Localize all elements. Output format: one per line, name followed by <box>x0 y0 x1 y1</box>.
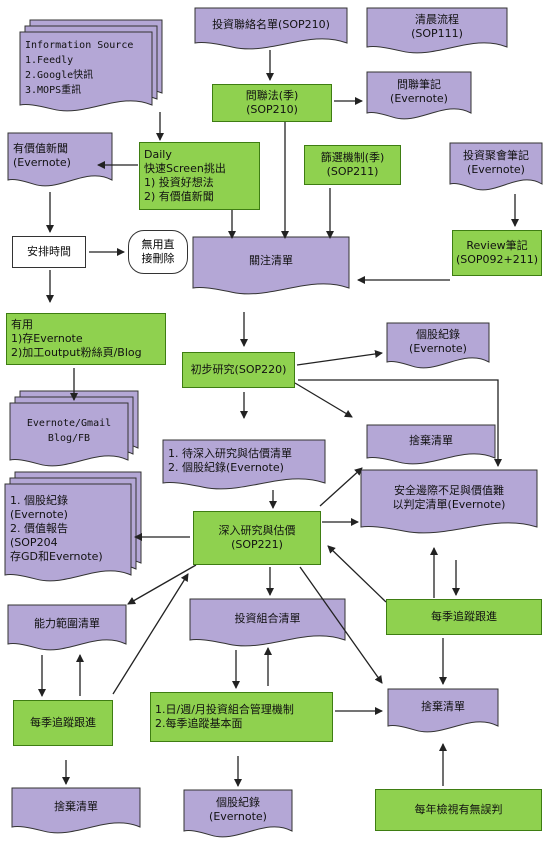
margin-label: 安全邊際不足與價值難 以判定清單(Evernote) <box>361 470 537 526</box>
quarterly-left-text: 每季追蹤跟進 <box>30 716 96 729</box>
flow-arrow <box>127 564 197 605</box>
info-source-line: 3.MOPS重訊 <box>25 85 82 96</box>
delete-text: 無用直 接刪除 <box>141 238 175 265</box>
contact-list-doc <box>194 7 348 50</box>
pending-text: 1. 待深入研究與估價清單 2. 個股紀錄(Evernote) <box>168 447 292 474</box>
evernote-blog-stack-sheet <box>9 402 129 467</box>
stock-record-1-doc <box>386 322 490 369</box>
report-label: 1. 個股紀錄 (Evernote) 2. 價值報告 (SOP204 存GD和E… <box>5 484 131 574</box>
visit-notes-doc <box>366 71 472 120</box>
useful-box: 有用 1)存Evernote 2)加工output粉絲頁/Blog <box>6 313 166 365</box>
deep-text: 深入研究與估價 (SOP221) <box>218 524 296 551</box>
stock-record-2-text: 個股紀錄 (Evernote) <box>209 796 267 823</box>
discard-1-text: 捨棄清單 <box>409 434 453 447</box>
quarterly-left-box: 每季追蹤跟進 <box>13 700 113 746</box>
morning-label: 清晨流程 (SOP111) <box>367 8 507 46</box>
competence-label: 能力範圍清單 <box>8 605 126 643</box>
daily-box: Daily 快速Screen挑出 1) 投資好想法 2) 有價值新聞 <box>139 142 260 210</box>
flow-arrow <box>296 350 383 366</box>
margin-doc <box>360 469 538 534</box>
review-text: Review筆記 (SOP092+211) <box>455 239 539 266</box>
schedule-box: 安排時間 <box>12 236 86 268</box>
stock-record-2-label: 個股紀錄 (Evernote) <box>184 790 292 830</box>
watchlist-text: 關注清單 <box>249 254 293 267</box>
discard-1-label: 捨棄清單 <box>367 425 495 457</box>
flow-arrow <box>298 379 502 467</box>
report-text: 1. 個股紀錄 (Evernote) 2. 價值報告 (SOP204 存GD和E… <box>10 494 103 563</box>
info-source-label: Information Source 1.Feedly 2.Google快訊 3.MO… <box>20 32 152 104</box>
info-source-line: 2.Google快訊 <box>25 70 94 81</box>
stock-record-1-text: 個股紀錄 (Evernote) <box>409 328 467 355</box>
meeting-notes-doc <box>449 142 543 191</box>
yearly-text: 每年檢視有無誤判 <box>414 803 503 816</box>
discard-2-label: 捨棄清單 <box>388 689 498 725</box>
portfolio-text: 投資組合清單 <box>234 612 301 625</box>
visit-notes-label: 問聯筆記 (Evernote) <box>367 72 471 112</box>
visit-text: 問聯法(季) (SOP210) <box>245 89 299 116</box>
flow-arrow <box>299 566 383 684</box>
info-source-line: Information Source <box>25 40 134 51</box>
meeting-notes-text: 投資聚會筆記 (Evernote) <box>463 149 529 176</box>
flow-arrow <box>112 573 189 695</box>
portfolio-label: 投資組合清單 <box>190 599 345 639</box>
evernote-blog-text: Evernote/Gmail Blog/FB <box>26 418 112 444</box>
competence-text: 能力範圍清單 <box>34 617 100 630</box>
valuable-news-label: 有價值新聞 (Evernote) <box>8 133 112 179</box>
initial-text: 初步研究(SOP220) <box>190 363 287 376</box>
useful-text: 有用 1)存Evernote 2)加工output粉絲頁/Blog <box>11 318 142 359</box>
delete-terminal: 無用直 接刪除 <box>128 230 188 274</box>
flow-arrow <box>294 382 353 418</box>
visit-box: 問聯法(季) (SOP210) <box>212 84 332 122</box>
mechanism-box: 1.日/週/月投資組合管理機制 2.每季追蹤基本面 <box>150 692 333 742</box>
contact-list-label: 投資聯絡名單(SOP210) <box>195 8 347 42</box>
portfolio-doc <box>189 598 346 647</box>
info-source-stack-sheet <box>19 31 153 112</box>
discard-2-text: 捨棄清單 <box>421 700 465 713</box>
quarterly-right-box: 每季追蹤跟進 <box>386 599 542 635</box>
info-source-line: 1.Feedly <box>25 55 74 66</box>
daily-text: Daily 快速Screen挑出 1) 投資好想法 2) 有價值新聞 <box>144 148 226 203</box>
discard-3-label: 捨棄清單 <box>12 788 140 826</box>
morning-text: 清晨流程 (SOP111) <box>411 13 463 40</box>
report-stack-sheet <box>4 483 132 582</box>
margin-text: 安全邊際不足與價值難 以判定清單(Evernote) <box>392 484 506 511</box>
stock-record-1-label: 個股紀錄 (Evernote) <box>387 323 489 361</box>
discard-3-text: 捨棄清單 <box>54 800 98 813</box>
morning-doc <box>366 7 508 54</box>
discard-1-doc <box>366 424 496 465</box>
pending-label: 1. 待深入研究與估價清單 2. 個股紀錄(Evernote) <box>163 440 325 482</box>
pending-doc <box>162 439 326 490</box>
watchlist-doc <box>192 236 350 295</box>
screen-box: 篩選機制(季) (SOP211) <box>304 145 401 185</box>
deep-box: 深入研究與估價 (SOP221) <box>193 511 321 565</box>
flow-arrow <box>327 545 387 603</box>
competence-doc <box>7 604 127 651</box>
mechanism-text: 1.日/週/月投資組合管理機制 2.每季追蹤基本面 <box>155 703 294 730</box>
stock-record-2-doc <box>183 789 293 838</box>
contact-list-text: 投資聯絡名單(SOP210) <box>212 18 330 31</box>
initial-box: 初步研究(SOP220) <box>182 352 295 388</box>
discard-2-doc <box>387 688 499 733</box>
screen-text: 篩選機制(季) (SOP211) <box>320 151 385 178</box>
watchlist-label: 關注清單 <box>193 237 349 285</box>
review-box: Review筆記 (SOP092+211) <box>452 230 542 276</box>
visit-notes-text: 問聯筆記 (Evernote) <box>390 78 448 105</box>
yearly-box: 每年檢視有無誤判 <box>375 789 542 831</box>
valuable-news-doc <box>7 132 113 187</box>
quarterly-right-text: 每季追蹤跟進 <box>431 610 497 623</box>
discard-3-doc <box>11 787 141 834</box>
meeting-notes-label: 投資聚會筆記 (Evernote) <box>450 143 542 183</box>
schedule-text: 安排時間 <box>27 245 71 258</box>
evernote-blog-label: Evernote/Gmail Blog/FB <box>10 403 128 459</box>
flow-arrow <box>319 467 363 507</box>
valuable-news-text: 有價值新聞 (Evernote) <box>13 142 71 169</box>
